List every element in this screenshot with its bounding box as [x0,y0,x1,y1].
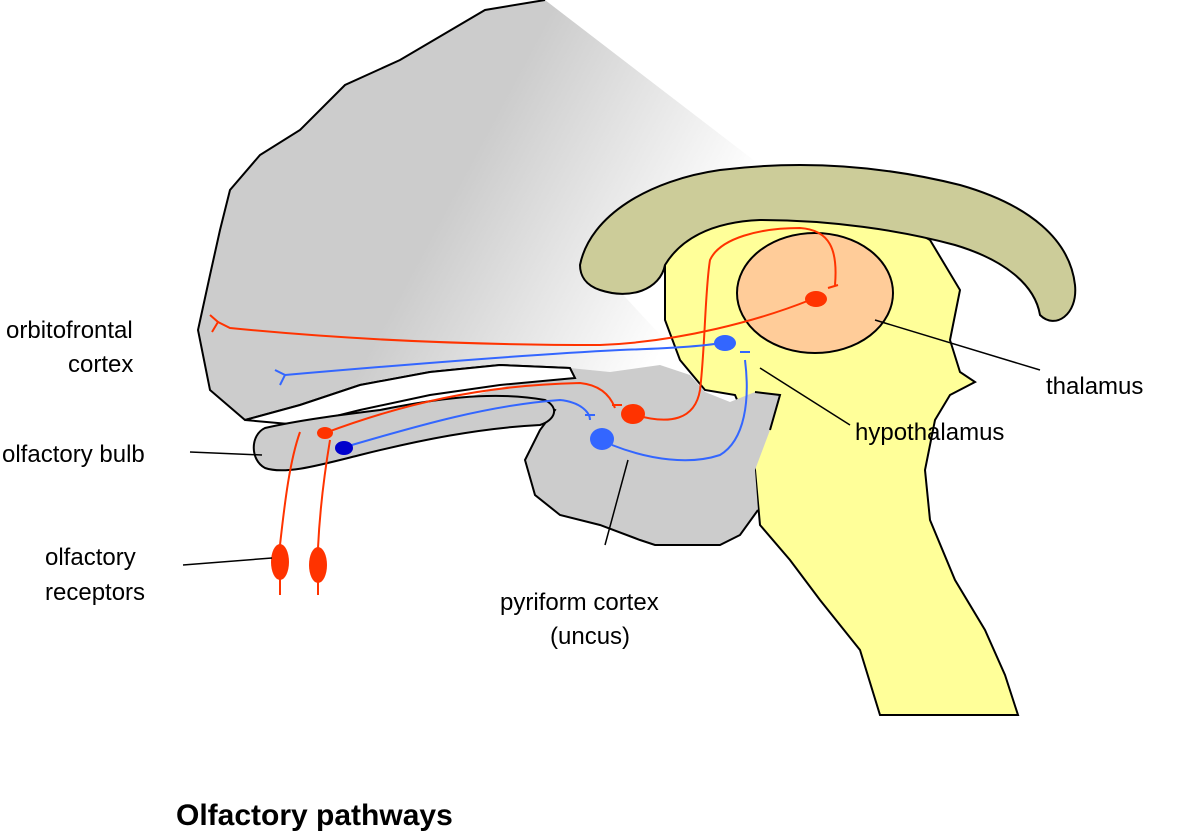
receptor-neuron-1 [271,544,289,580]
temporal-lobe [300,365,780,545]
label-orbitofrontal: orbitofrontal [6,317,133,344]
thalamic-neuron-red [805,291,827,307]
diagram-caption: Olfactory pathways [176,799,453,832]
label-receptors: receptors [45,579,145,606]
label-hypothalamus: hypothalamus [855,419,1004,446]
label-uncus: (uncus) [550,623,630,650]
corpus-callosum [578,164,1077,322]
bulb-mitral-cell-red [317,427,333,439]
olfactory-tract-gap [244,363,577,427]
label-cortex: cortex [68,351,133,378]
pyriform-neuron-blue [590,428,614,450]
bulb-mitral-cell-blue [335,441,353,455]
blue-pathway [274,342,750,462]
label-thalamus: thalamus [1046,373,1143,400]
hypothalamic-neuron-blue [714,335,736,351]
label-pyriform-cortex: pyriform cortex [500,589,659,616]
label-olfactory-bulb: olfactory bulb [2,441,145,468]
frontal-cortex [198,0,760,420]
temporal-lobe-outline [523,391,782,546]
pyriform-neuron-red [621,404,645,424]
label-olfactory: olfactory [45,544,136,571]
receptor-neuron-2 [309,547,327,583]
leader-lines [182,319,1041,566]
